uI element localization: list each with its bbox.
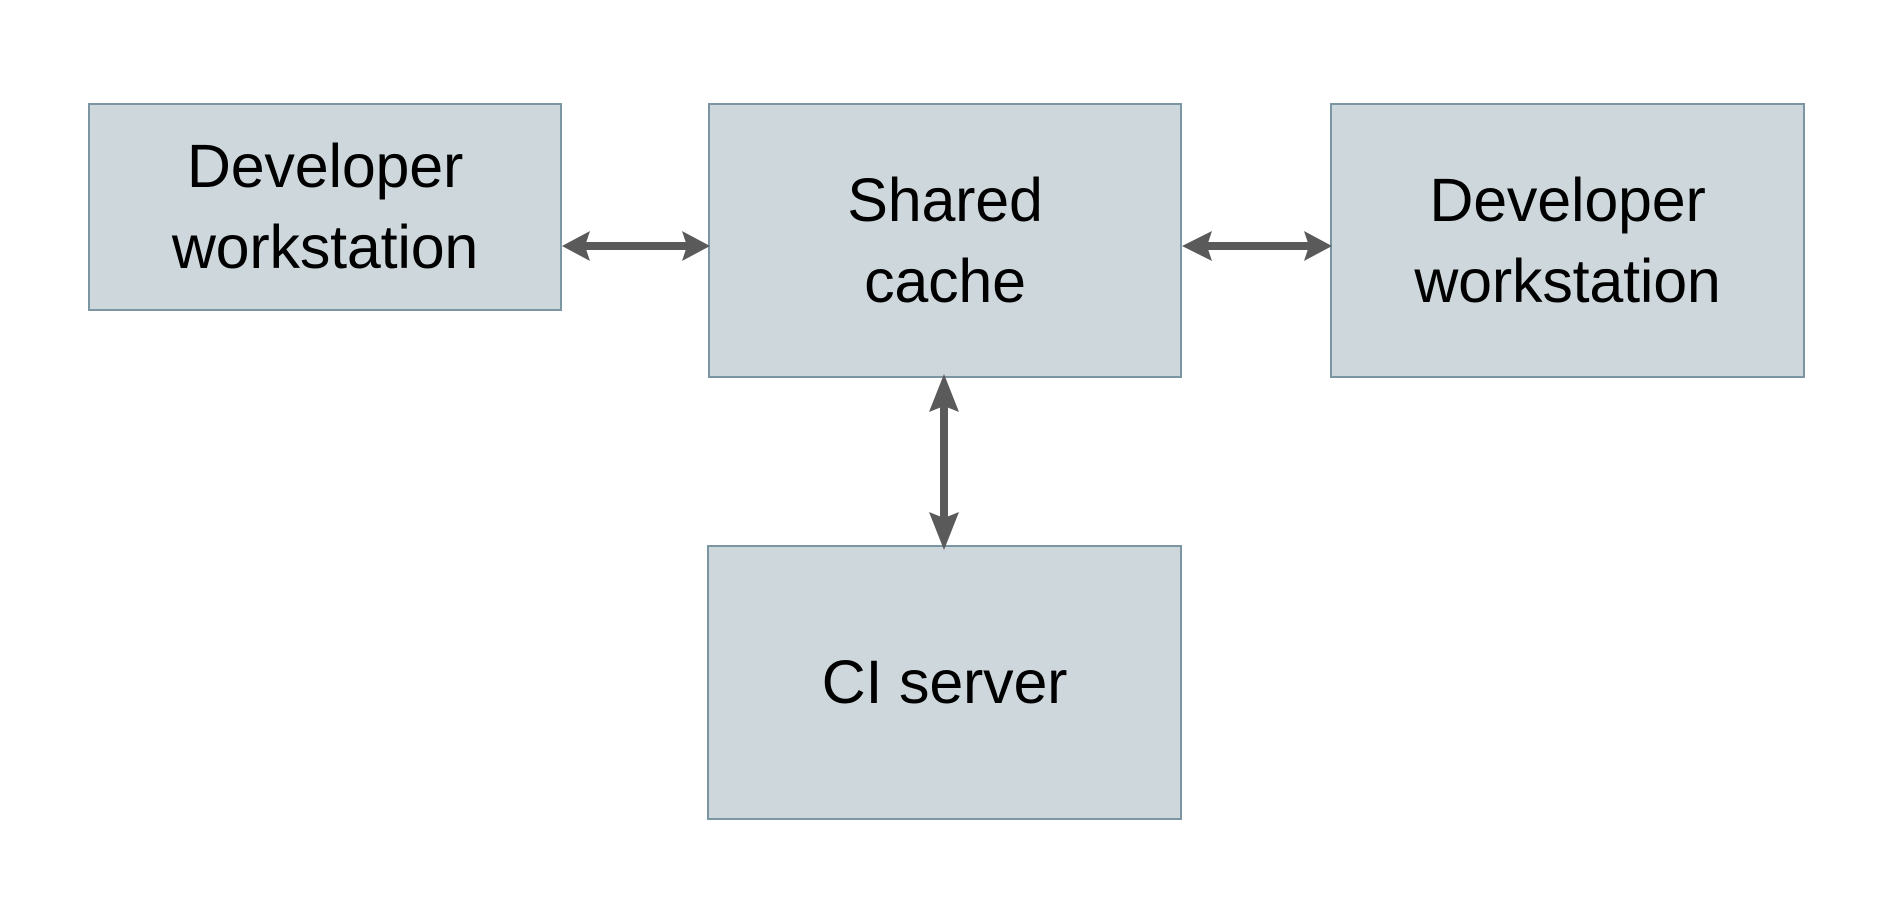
node-ci-server[interactable]: CI server [707,545,1182,820]
node-developer-workstation-left[interactable]: Developer workstation [88,103,562,311]
node-label-ci-server: CI server [821,648,1068,717]
edge-developer-workstation-left-to-shared-cache[interactable] [560,200,712,292]
bidirectional-arrow-icon [1182,231,1332,261]
edge-shared-cache-to-developer-workstation-right[interactable] [1180,200,1334,292]
node-developer-workstation-right[interactable]: Developer workstation [1330,103,1805,378]
bidirectional-arrow-icon [562,231,710,261]
edge-shared-cache-to-ci-server[interactable] [900,372,992,552]
node-shared-cache[interactable]: Shared cache [708,103,1182,378]
node-label-developer-workstation-right: Developer workstation [1414,165,1721,315]
bidirectional-arrow-icon [929,374,959,550]
node-label-shared-cache: Shared cache [847,165,1043,315]
node-label-developer-workstation-left: Developer workstation [171,132,479,281]
